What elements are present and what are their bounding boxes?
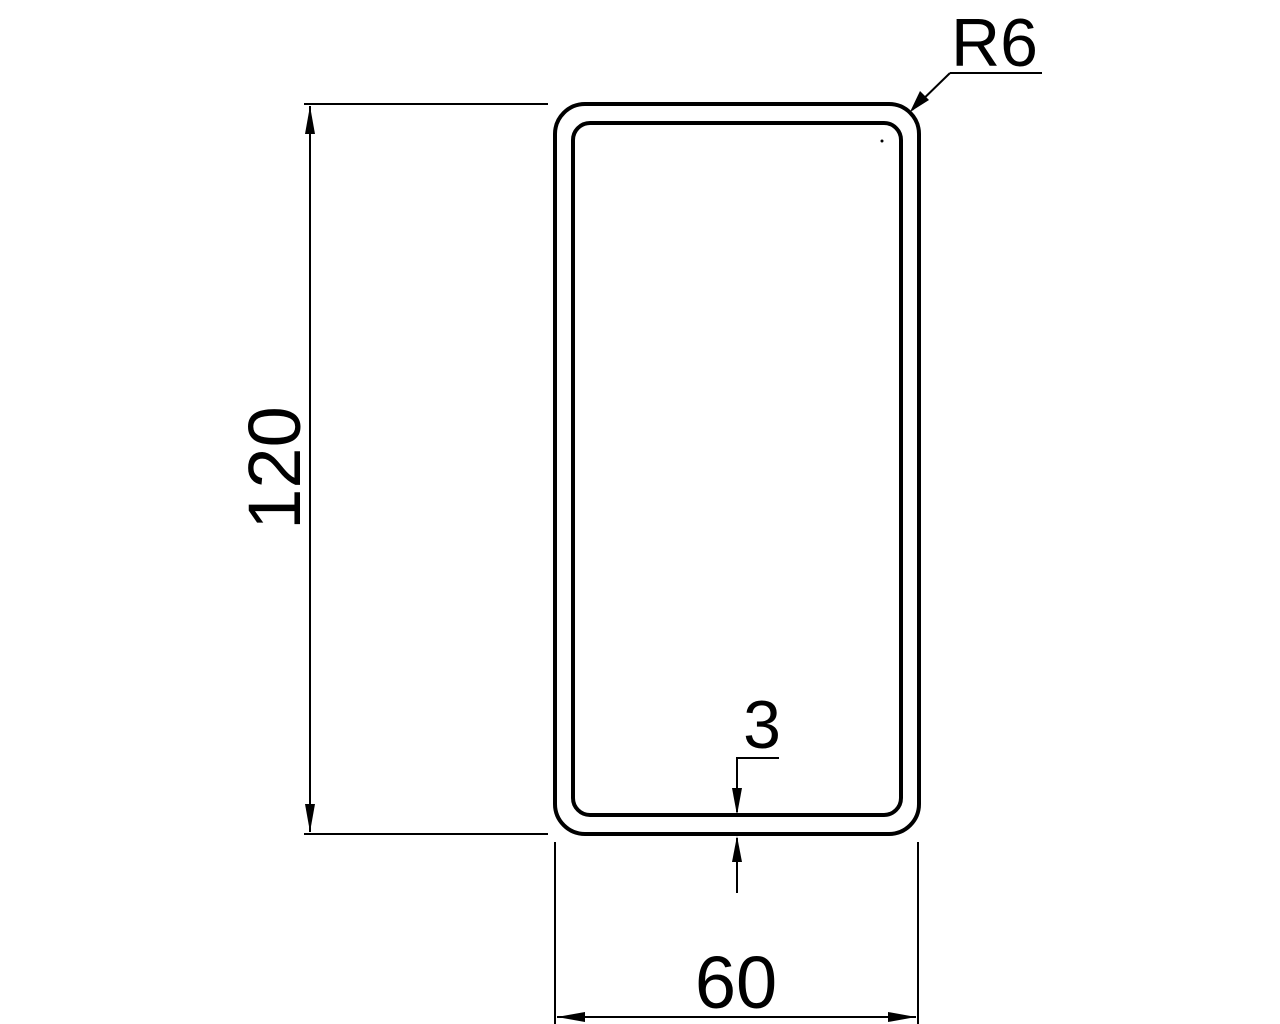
height-dimension: 120 <box>233 103 548 835</box>
thickness-label: 3 <box>743 687 781 763</box>
inner-profile <box>571 121 903 817</box>
radius-label: R6 <box>951 5 1038 81</box>
arrow-up-icon <box>732 836 742 862</box>
arrow-down-icon <box>305 804 315 832</box>
arrow-left-icon <box>557 1012 585 1022</box>
outer-profile <box>553 102 921 836</box>
thickness-dimension: 3 <box>732 687 781 893</box>
arrow-right-icon <box>888 1012 916 1022</box>
arrow-icon <box>910 91 929 112</box>
width-dimension: 60 <box>554 842 919 1024</box>
arrow-up-icon <box>305 106 315 134</box>
width-label: 60 <box>695 941 777 1024</box>
arrow-down-icon <box>732 788 742 815</box>
center-mark <box>880 139 884 143</box>
height-label: 120 <box>233 406 316 529</box>
radius-dimension: R6 <box>910 5 1042 112</box>
